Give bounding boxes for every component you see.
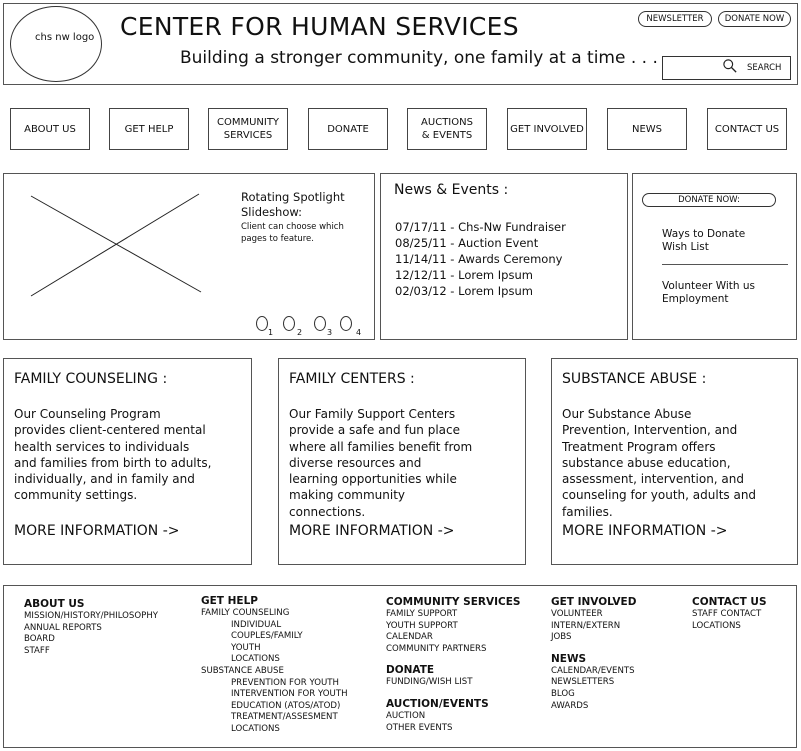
footer-link[interactable]: VOLUNTEER — [551, 609, 603, 619]
ways-to-donate-link[interactable]: Ways to Donate Wish List — [662, 228, 746, 253]
card-family-counseling: FAMILY COUNSELING : Our Counseling Progr… — [3, 358, 252, 565]
footer-link[interactable]: EDUCATION (ATOS/ATOD) — [231, 700, 341, 711]
image-placeholder — [30, 193, 202, 297]
footer-link[interactable]: JOBS — [551, 632, 572, 643]
slide-dot-3[interactable] — [314, 316, 326, 331]
footer-link[interactable]: SUBSTANCE ABUSE — [201, 665, 284, 676]
donate-now-panel-button[interactable]: DONATE NOW: — [642, 193, 776, 207]
slide-dot-2[interactable] — [283, 316, 295, 331]
nav-news[interactable]: NEWS — [607, 108, 687, 150]
footer-link[interactable]: FAMILY COUNSELING — [201, 608, 290, 618]
footer-heading[interactable]: GET INVOLVED — [551, 596, 637, 608]
news-item[interactable]: 12/12/11 - Lorem Ipsum — [395, 268, 533, 282]
footer-heading[interactable]: DONATE — [386, 664, 435, 677]
footer-link[interactable]: LOCATIONS — [231, 723, 280, 734]
footer-link[interactable]: YOUTH — [231, 642, 261, 653]
search-button[interactable]: SEARCH — [747, 63, 782, 73]
footer-link[interactable]: STAFF CONTACT — [692, 609, 762, 619]
footer-get-involved: GET INVOLVED VOLUNTEER INTERN/EXTERN JOB… — [551, 596, 636, 712]
card-title: FAMILY COUNSELING : — [14, 371, 168, 387]
footer-heading[interactable]: NEWS — [551, 652, 587, 665]
news-title: News & Events : — [394, 182, 509, 198]
footer-link[interactable]: STAFF — [24, 645, 50, 656]
volunteer-link[interactable]: Volunteer With us Employment — [662, 280, 756, 305]
footer-link[interactable]: MISSION/HISTORY/PHILOSOPHY — [24, 611, 159, 621]
slide-number: 1 — [268, 328, 274, 337]
footer-link[interactable]: OTHER EVENTS — [386, 722, 453, 733]
site-title: CENTER FOR HUMAN SERVICES — [120, 12, 519, 41]
footer-link[interactable]: PREVENTION FOR YOUTH — [231, 677, 339, 688]
footer-link[interactable]: TREATMENT/ASSESMENT — [231, 712, 338, 723]
search-box[interactable]: SEARCH — [662, 56, 791, 80]
footer-link[interactable]: AWARDS — [551, 700, 589, 711]
footer-link[interactable]: LOCATIONS — [692, 620, 741, 631]
news-item[interactable]: 08/25/11 - Auction Event — [395, 236, 539, 250]
footer-link[interactable]: CALENDAR/EVENTS — [551, 665, 635, 676]
footer-link[interactable]: YOUTH SUPPORT — [386, 620, 458, 631]
spotlight-note: Client can choose which pages to feature… — [241, 222, 344, 244]
footer-heading[interactable]: AUCTION/EVENTS — [386, 697, 489, 710]
news-item[interactable]: 02/03/12 - Lorem Ipsum — [395, 284, 533, 298]
newsletter-button[interactable]: NEWSLETTER — [638, 11, 712, 27]
card-body: Our Substance Abuse Prevention, Interven… — [562, 407, 757, 519]
news-item[interactable]: 07/17/11 - Chs-Nw Fundraiser — [395, 220, 566, 234]
nav-donate[interactable]: DONATE — [308, 108, 388, 150]
nav-contact-us[interactable]: CONTACT US — [707, 108, 787, 150]
nav-auctions-events[interactable]: AUCTIONS & EVENTS — [407, 108, 487, 150]
card-title: SUBSTANCE ABUSE : — [562, 371, 707, 387]
footer-link[interactable]: COUPLES/FAMILY — [231, 631, 303, 642]
donate-panel: DONATE NOW: Ways to Donate Wish List Vol… — [632, 173, 797, 340]
footer-link[interactable]: BOARD — [24, 634, 55, 645]
slide-number: 3 — [327, 328, 333, 337]
footer-link[interactable]: COMMUNITY PARTNERS — [386, 643, 487, 654]
more-information-link[interactable]: MORE INFORMATION -> — [289, 523, 455, 539]
spotlight-title: Rotating Spotlight Slideshow: — [241, 190, 345, 219]
card-family-centers: FAMILY CENTERS : Our Family Support Cent… — [278, 358, 526, 565]
footer-heading[interactable]: CONTACT US — [692, 596, 767, 608]
spotlight-slideshow: Rotating Spotlight Slideshow: Client can… — [3, 173, 375, 340]
footer-link[interactable]: ANNUAL REPORTS — [24, 622, 102, 633]
footer-about: ABOUT US MISSION/HISTORY/PHILOSOPHY ANNU… — [24, 598, 158, 657]
card-body: Our Counseling Program provides client-c… — [14, 407, 212, 503]
nav-get-involved[interactable]: GET INVOLVED — [507, 108, 587, 150]
footer-link[interactable]: NEWSLETTERS — [551, 677, 615, 688]
donate-now-button[interactable]: DONATE NOW — [718, 11, 791, 27]
header — [3, 3, 798, 85]
footer-heading[interactable]: GET HELP — [201, 595, 258, 607]
footer-link[interactable]: FUNDING/WISH LIST — [386, 677, 473, 688]
footer-link[interactable]: AUCTION — [386, 710, 426, 721]
card-body: Our Family Support Centers provide a saf… — [289, 407, 473, 519]
footer-link[interactable]: LOCATIONS — [231, 654, 280, 665]
footer-heading[interactable]: ABOUT US — [24, 598, 85, 610]
footer-contact: CONTACT US STAFF CONTACT LOCATIONS — [692, 596, 767, 632]
news-item[interactable]: 11/14/11 - Awards Ceremony — [395, 252, 563, 266]
slide-dot-4[interactable] — [340, 316, 352, 331]
more-information-link[interactable]: MORE INFORMATION -> — [14, 523, 180, 539]
footer-link[interactable]: INTERN/EXTERN — [551, 620, 621, 631]
card-substance-abuse: SUBSTANCE ABUSE : Our Substance Abuse Pr… — [551, 358, 798, 565]
nav-about-us[interactable]: ABOUT US — [10, 108, 90, 150]
nav-get-help[interactable]: GET HELP — [109, 108, 189, 150]
slide-number: 4 — [356, 328, 362, 337]
slide-dot-1[interactable] — [256, 316, 268, 331]
footer-link[interactable]: INDIVIDUAL — [231, 619, 282, 630]
footer-link[interactable]: INTERVENTION FOR YOUTH — [231, 689, 348, 700]
more-information-link[interactable]: MORE INFORMATION -> — [562, 523, 728, 539]
nav-community-services[interactable]: COMMUNITY SERVICES — [208, 108, 288, 150]
news-events-panel: News & Events : 07/17/11 - Chs-Nw Fundra… — [380, 173, 628, 340]
divider — [662, 264, 788, 265]
footer-heading[interactable]: COMMUNITY SERVICES — [386, 596, 521, 608]
footer: ABOUT US MISSION/HISTORY/PHILOSOPHY ANNU… — [3, 585, 797, 748]
footer-link[interactable]: BLOG — [551, 688, 575, 699]
footer-community: COMMUNITY SERVICES FAMILY SUPPORT YOUTH … — [386, 596, 520, 734]
tagline: Building a stronger community, one famil… — [180, 48, 658, 68]
card-title: FAMILY CENTERS : — [289, 371, 415, 387]
slide-number: 2 — [297, 328, 303, 337]
footer-get-help: GET HELP FAMILY COUNSELING INDIVIDUAL CO… — [201, 595, 348, 736]
logo[interactable]: chs nw logo — [10, 6, 102, 82]
search-icon[interactable] — [723, 59, 737, 73]
footer-link[interactable]: FAMILY SUPPORT — [386, 609, 458, 619]
footer-link[interactable]: CALENDAR — [386, 632, 433, 643]
